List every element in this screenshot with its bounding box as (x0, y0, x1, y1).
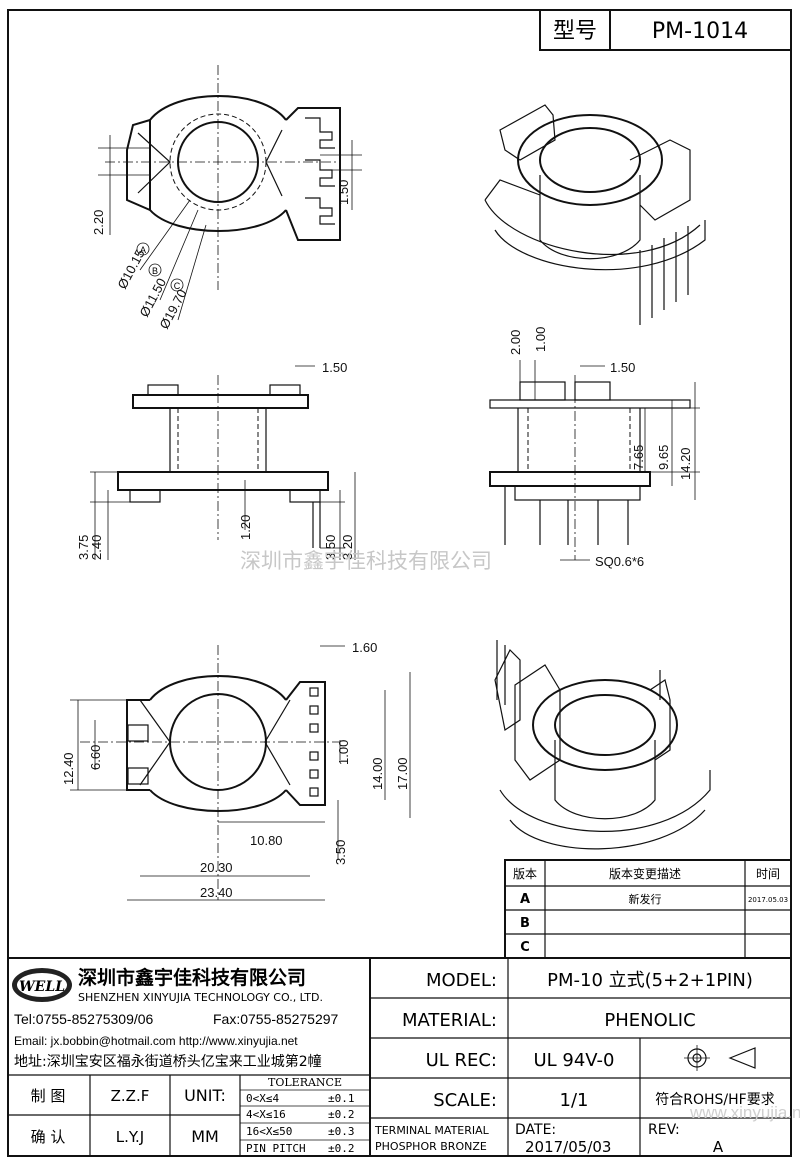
date-value: 2017/05/03 (525, 1138, 611, 1156)
dim-12-40: 12.40 (61, 752, 76, 785)
dim-2-20: 2.20 (91, 210, 106, 235)
dim-1-60: 1.60 (352, 640, 377, 655)
dim-3-20: 3.20 (340, 535, 355, 560)
date-label: DATE: (515, 1122, 556, 1138)
bottom-view: 1.60 12.40 6.60 1.00 14.00 17.00 10.80 3… (61, 640, 411, 901)
tol-value-2: ±0.2 (328, 1108, 355, 1121)
check-label: 确 认 (31, 1128, 66, 1146)
dim-1-00-a: 1.00 (533, 327, 548, 352)
dim-sq: SQ0.6*6 (595, 554, 644, 569)
drawn-value: Z.Z.F (111, 1087, 150, 1105)
dim-1-50-b: 1.50 (322, 360, 347, 375)
rohs-text: 符合ROHS/HF要求 (655, 1092, 774, 1108)
tol-range-2: 4<X≤16 (246, 1108, 286, 1121)
header-model-code: PM-1014 (652, 19, 748, 44)
side-view-1: 1.50 3.75 2.40 1.20 3.50 3.20 (76, 360, 356, 560)
terminal-label: TERMINAL MATERIAL (374, 1124, 490, 1137)
company-email: Email: jx.bobbin@hotmail.com http://www.… (14, 1034, 298, 1048)
header-model-label: 型号 (553, 19, 597, 44)
rev-header-version: 版本 (513, 867, 537, 881)
ulrec-label: UL REC: (426, 1050, 497, 1071)
company-name-en: SHENZHEN XINYUJIA TECHNOLOGY CO., LTD. (78, 991, 323, 1004)
unit-label: UNIT: (184, 1086, 226, 1105)
terminal-value: PHOSPHOR BRONZE (375, 1140, 487, 1153)
mark-c: C (174, 281, 181, 291)
ulrec-value: UL 94V-0 (533, 1050, 614, 1071)
dim-10-80: 10.80 (250, 833, 283, 848)
watermark-company: 深圳市鑫宇佳科技有限公司 (240, 549, 492, 573)
rev-value: A (713, 1138, 724, 1156)
dim-1-50-c: 1.50 (610, 360, 635, 375)
tol-value-4: ±0.2 (328, 1142, 355, 1155)
dim-6-60: 6.60 (88, 745, 103, 770)
company-fax: Fax:0755-85275297 (213, 1011, 339, 1027)
dim-2-00: 2.00 (508, 330, 523, 355)
rev-header-date: 时间 (756, 867, 780, 881)
tol-range-3: 16<X≤50 (246, 1125, 292, 1138)
tolerance-title: TOLERANCE (268, 1076, 342, 1089)
dim-1-50-a: 1.50 (336, 180, 351, 205)
dim-20-30: 20.30 (200, 860, 233, 875)
dim-7-65: 7.65 (631, 445, 646, 470)
tol-value-1: ±0.1 (328, 1092, 355, 1105)
company-tel: Tel:0755-85275309/06 (14, 1011, 154, 1027)
model-value: PM-10 立式(5+2+1PIN) (547, 970, 753, 991)
drawn-label: 制 图 (31, 1087, 66, 1105)
material-value: PHENOLIC (604, 1010, 695, 1031)
dim-3-50-b: 3.50 (333, 840, 348, 865)
mark-a: A (140, 245, 146, 255)
iso-view-1 (484, 104, 706, 325)
dim-1-00-b: 1.00 (336, 740, 351, 765)
dim-3-75: 3.75 (76, 535, 91, 560)
company-logo-text: WELL (19, 979, 65, 995)
scale-label: SCALE: (433, 1090, 497, 1111)
side-view-2: 2.00 1.00 1.50 7.65 9.65 14.20 SQ0.6*6 (489, 327, 700, 569)
dim-23-40: 23.40 (200, 885, 233, 900)
rev-header-desc: 版本变更描述 (609, 866, 681, 881)
dim-3-50-a: 3.50 (323, 535, 338, 560)
rev-row-b: B (520, 916, 530, 931)
watermark-url: www.xinyujia.net (689, 1103, 800, 1122)
projection-symbol-icon (684, 1045, 756, 1071)
rev-row-a-desc: 新发行 (629, 892, 662, 906)
dim-2-40: 2.40 (89, 535, 104, 560)
rev-label: REV: (648, 1122, 680, 1138)
tol-range-1: 0<X≤4 (246, 1092, 279, 1105)
dim-17-00: 17.00 (395, 757, 410, 790)
tol-value-3: ±0.3 (328, 1125, 355, 1138)
top-view-1: 2.20 1.50 Ø10.15 Ø11.50 Ø19.70 A B C (91, 65, 362, 331)
dim-14-20: 14.20 (678, 447, 693, 480)
tol-range-4: PIN PITCH (246, 1142, 306, 1155)
company-address: 地址:深圳宝安区福永街道桥头亿宝来工业城第2幢 (14, 1053, 322, 1070)
material-label: MATERIAL: (402, 1010, 497, 1031)
rev-row-c: C (520, 940, 530, 955)
model-label: MODEL: (426, 970, 497, 991)
scale-value: 1/1 (560, 1090, 589, 1111)
header-model-box: 型号 PM-1014 (539, 9, 792, 51)
iso-view-2 (494, 640, 711, 850)
dim-9-65: 9.65 (656, 445, 671, 470)
check-value: L.Y.J (116, 1128, 144, 1146)
title-block: WELL 深圳市鑫宇佳科技有限公司 SHENZHEN XINYUJIA TECH… (7, 957, 800, 1157)
unit-value: MM (191, 1127, 219, 1146)
mark-b: B (152, 266, 158, 276)
revision-table: 版本 版本变更描述 时间 A 新发行 2017.05.03 B C (504, 859, 792, 959)
company-name-cn: 深圳市鑫宇佳科技有限公司 (78, 966, 306, 989)
rev-row-a: A (520, 892, 530, 907)
rev-row-a-date: 2017.05.03 (748, 896, 788, 904)
dim-14-00: 14.00 (370, 757, 385, 790)
dim-1-20: 1.20 (238, 515, 253, 540)
